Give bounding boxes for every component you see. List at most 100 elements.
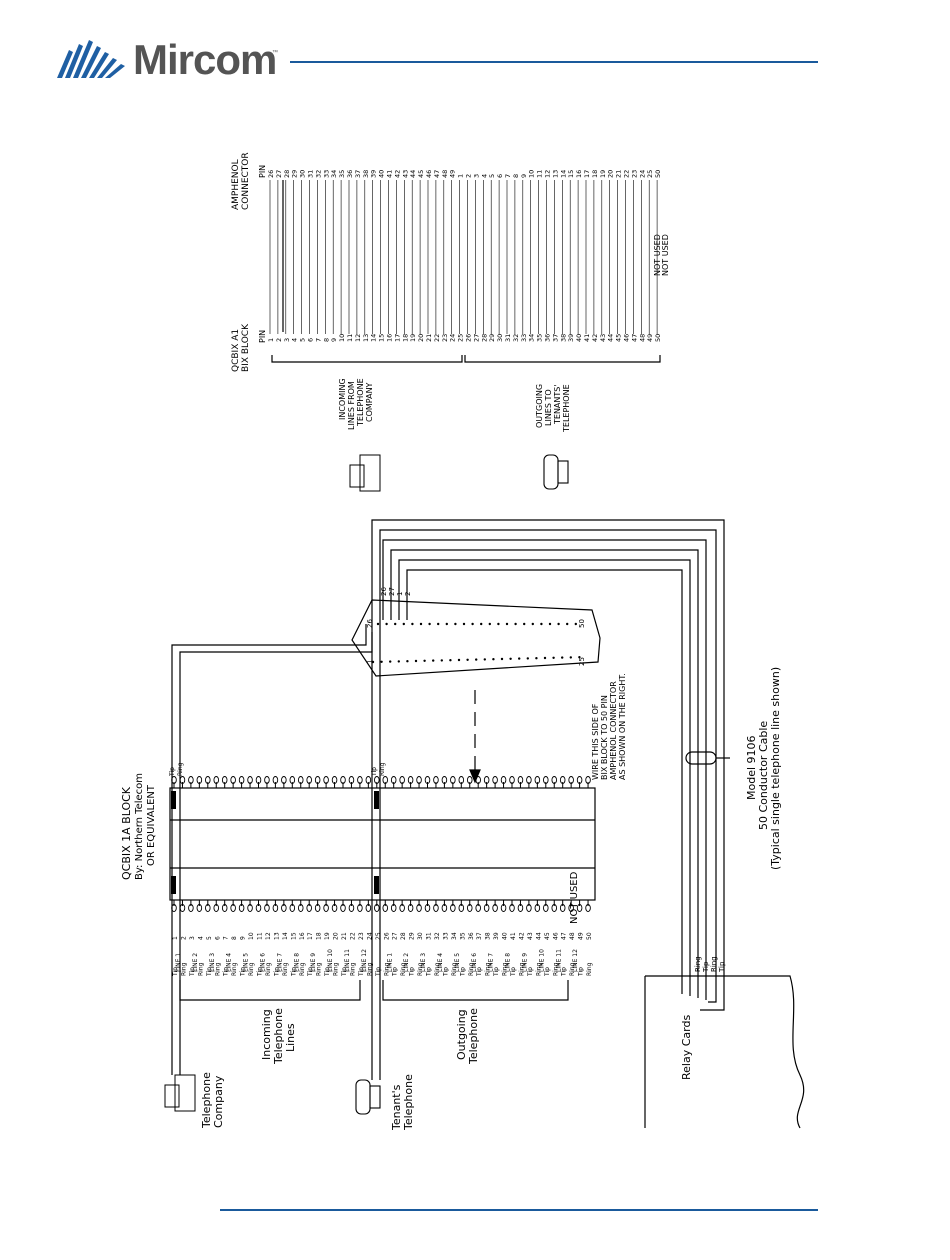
incoming-line-label: LINE 11 [344,949,351,972]
table-amphenol-pin: 39 [370,170,378,178]
bix-bottom-clip [281,904,287,912]
bix-top-clip [213,776,219,784]
bix-pin-number: 43 [527,932,534,940]
bix-pin-number: 5 [206,936,213,940]
bix-pin-type: Tip [392,967,399,977]
relay-ring-2: Ring [710,956,718,972]
bix-bottom-clip [483,904,490,912]
bix-header-2: BIX BLOCK [241,323,251,372]
connector-bottom-pin [509,657,512,660]
bix-pin-number: 49 [578,932,585,940]
bix-pin-number: 46 [552,932,559,940]
telco-cable [171,624,367,1075]
connector-bottom-pin [440,659,443,662]
bix-pin-type: Tip [189,967,196,977]
incoming-line-label: LINE 6 [260,953,267,972]
connector-top-pin [531,622,534,626]
relay-tip-2: Tip [718,961,726,973]
bix-bottom-clip [306,904,312,912]
bix-pin-number: 48 [569,932,576,940]
bix-pin-type: Tip [223,967,230,977]
connector-bottom-pin [406,660,409,663]
bix-top-clip [483,776,490,784]
table-bix-pin: 32 [512,334,520,342]
bix-pin-number: 23 [358,932,365,940]
table-telephone-company-icon [359,454,381,492]
connector-bottom-pin [492,658,495,661]
connector-pin-26: 26 [366,619,374,628]
connector-bottom-pin [526,657,529,660]
table-bix-pin: 30 [496,334,504,342]
table-amphenol-pin: 32 [314,170,322,178]
bix-tip-label-top-2: Tip [371,767,378,777]
bix-pin-type: Tip [578,967,585,977]
incoming-group-label-1: Incoming [260,1009,273,1060]
table-bix-pin: 25 [457,334,465,342]
bix-block-body [169,787,596,901]
bix-bottom-clip [264,904,270,912]
bix-bottom-clip [213,904,219,912]
table-bix-pin: 9 [330,338,338,342]
bix-pin-number: 36 [468,932,475,940]
table-amphenol-pin: 50 [654,170,662,178]
connector-bottom-pin [483,658,486,661]
table-amphenol-pin: 20 [607,170,615,178]
bix-bottom-clip [323,904,329,912]
connector-top-pin [540,622,543,626]
table-amphenol-pin: 17 [583,170,591,178]
bix-top-clip [205,776,211,784]
bix-pin-type: Ring [349,962,356,976]
table-bix-pin: 17 [393,334,401,342]
table-amphenol-pin: 33 [322,170,330,178]
table-amphenol-pin: 43 [401,170,409,178]
connector-bottom-pin [449,659,452,662]
bix-pin-number: 37 [476,932,483,940]
bix-pin-number: 4 [197,936,204,940]
bix-bottom-clip [331,904,338,912]
page-header: Mircom ™ [0,0,950,110]
bix-pin-type: Ring [451,962,458,976]
bix-pin-type: Ring [231,962,238,976]
table-incoming-1: INCOMING [338,378,347,420]
bix-top-clip [492,776,498,784]
bix-bottom-clip [348,904,355,912]
relay-ring-1: Ring [694,956,702,972]
bix-pin-number: 35 [459,932,466,940]
connector-top-pin [428,622,431,626]
outgoing-line-label: LINE 6 [471,953,478,972]
bix-bottom-clip [221,904,228,912]
bix-pin-type: Ring [248,962,255,976]
table-bix-pin: 23 [441,334,449,342]
bix-pin-label: PIN [258,330,267,343]
bix-pin-number: 41 [510,932,517,940]
table-amphenol-pin: 11 [536,170,544,178]
bix-top-clip [323,776,329,784]
bix-top-clip [247,776,253,784]
connector-bottom-pin [518,657,521,660]
qcbix-by: By: Northern Telecom [134,773,145,880]
bix-top-clip [196,776,203,784]
amphenol-connector [351,599,601,677]
bix-pin-type: Tip [426,967,433,977]
connector-bottom-pin [569,656,572,659]
bix-pin-type: Ring [383,962,390,976]
bix-pin-number: 7 [223,936,230,940]
telco-label-2: Company [212,1075,225,1128]
table-amphenol-pin: 37 [354,170,362,178]
bix-pin-number: 22 [349,932,356,940]
bix-bottom-clip [399,904,405,912]
bix-top-clip [500,776,507,784]
bix-pin-number: 15 [290,932,297,940]
bix-bottom-clip [357,904,363,912]
bix-bottom-clip [441,904,448,912]
connector-bottom-pin [389,660,392,663]
bix-bottom-clip [340,904,346,912]
bix-bottom-clip [374,904,380,912]
bix-pin-type: Tip [273,967,280,977]
bix-top-clip [340,776,346,784]
table-amphenol-pin: 7 [504,174,512,178]
outgoing-group-label-1: Outgoing [455,1009,468,1060]
bix-pin-number: 3 [189,936,196,940]
bix-top-clip [390,776,397,784]
bix-top-clip [221,776,228,784]
